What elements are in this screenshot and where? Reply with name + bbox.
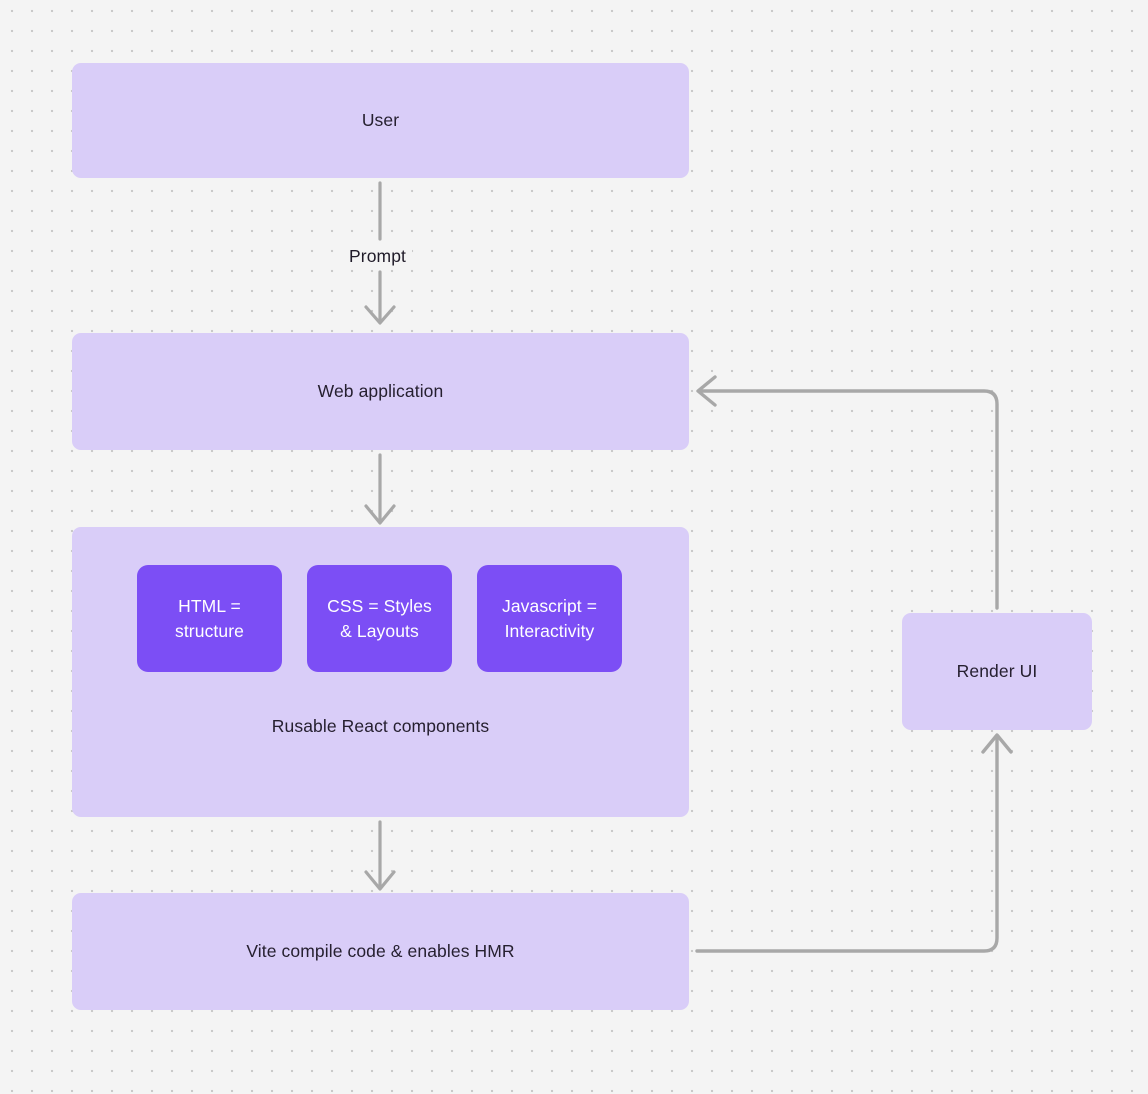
node-react-components-group[interactable]: HTML = structure CSS = Styles & Layouts … xyxy=(72,527,689,817)
inner-box-javascript-label: Javascript = Interactivity xyxy=(501,595,598,641)
inner-box-javascript[interactable]: Javascript = Interactivity xyxy=(477,565,622,672)
node-web-application-label: Web application xyxy=(317,380,444,401)
node-web-application[interactable]: Web application xyxy=(72,333,689,450)
node-render-ui-label: Render UI xyxy=(956,660,1038,681)
inner-box-css-label: CSS = Styles & Layouts xyxy=(327,595,432,641)
inner-box-css[interactable]: CSS = Styles & Layouts xyxy=(307,565,452,672)
edge-label-prompt: Prompt xyxy=(343,245,413,268)
node-react-components-caption: Rusable React components xyxy=(271,716,490,736)
inner-box-row: HTML = structure CSS = Styles & Layouts … xyxy=(137,565,622,672)
node-vite[interactable]: Vite compile code & enables HMR xyxy=(72,893,689,1010)
node-render-ui[interactable]: Render UI xyxy=(902,613,1092,730)
node-user-label: User xyxy=(361,109,400,130)
node-user[interactable]: User xyxy=(72,63,689,178)
inner-box-html[interactable]: HTML = structure xyxy=(137,565,282,672)
inner-box-html-label: HTML = structure xyxy=(175,595,244,641)
node-vite-label: Vite compile code & enables HMR xyxy=(246,940,515,961)
